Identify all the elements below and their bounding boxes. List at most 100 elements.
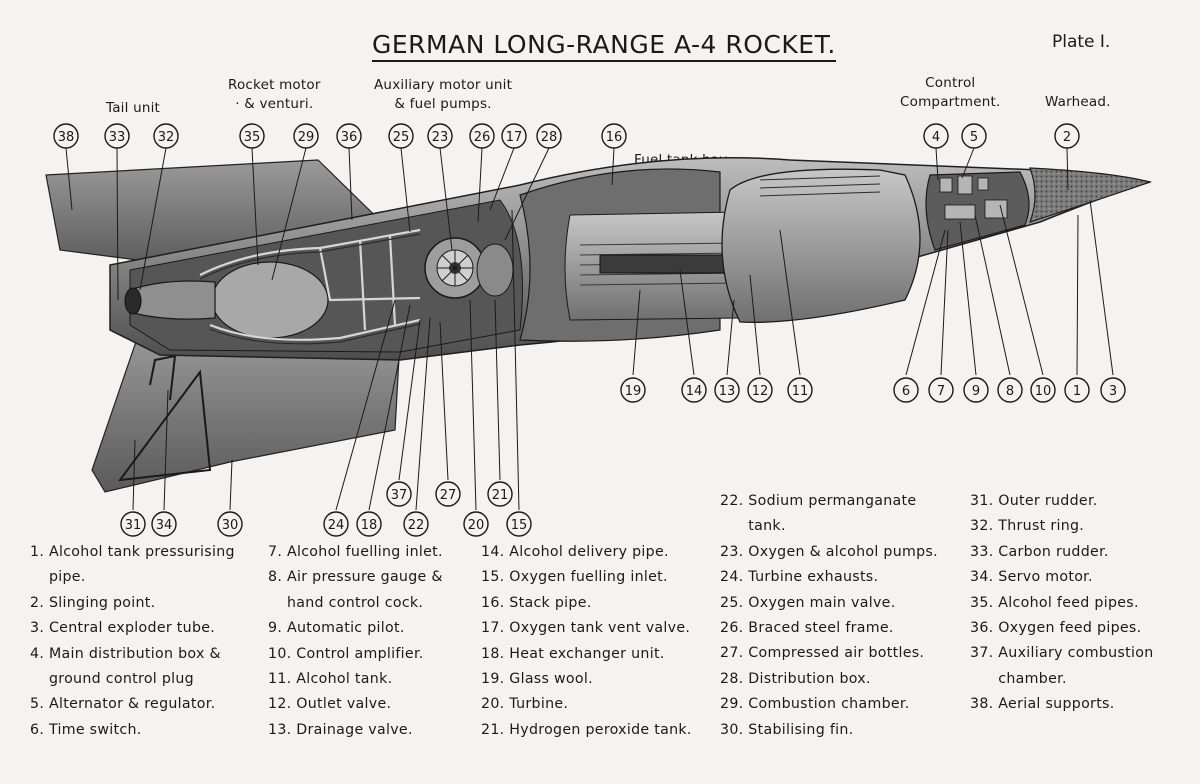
legend-text: Alcohol delivery pipe.	[509, 544, 669, 560]
callout-16: 16	[601, 123, 627, 149]
legend-text: Main distribution box & ground control p…	[48, 645, 221, 688]
legend-item: 26. Braced steel frame.	[720, 616, 945, 641]
legend-item: 33. Carbon rudder.	[970, 540, 1170, 565]
callout-19: 19	[620, 377, 646, 403]
legend-text: Stabilising fin.	[748, 721, 854, 738]
legend-column-2: 7. Alcohol fuelling inlet.8. Air pressur…	[268, 540, 468, 743]
legend-number: 27.	[720, 645, 749, 662]
callout-6: 6	[893, 377, 919, 403]
legend-text: Servo motor.	[998, 569, 1093, 586]
callout-33: 33	[104, 123, 130, 149]
legend-column-5: 31. Outer rudder.32. Thrust ring.33. Car…	[970, 489, 1170, 718]
callout-28: 28	[536, 123, 562, 149]
label-tail-unit: Tail unit	[106, 100, 161, 116]
legend-number: 26.	[720, 620, 749, 637]
callout-25: 25	[388, 123, 414, 149]
legend-number: 10.	[268, 645, 297, 662]
callout-29: 29	[293, 123, 319, 149]
legend-item: 16. Stack pipe.	[481, 591, 715, 616]
callout-label: 8	[1006, 384, 1014, 399]
callout-label: 3	[1109, 384, 1117, 399]
legend-number: 6.	[30, 721, 49, 738]
callout-label: 11	[792, 384, 809, 399]
callout-30: 30	[217, 511, 243, 537]
callout-label: 2	[1063, 130, 1071, 145]
legend-number: 38.	[970, 696, 999, 713]
legend-text: Stack pipe.	[509, 594, 592, 611]
legend-item: 14. Alcohol delivery pipe.	[481, 540, 715, 565]
callout-label: 4	[932, 130, 940, 145]
legend-text: Alternator & regulator.	[48, 696, 216, 713]
leader-lines	[65, 147, 1114, 511]
callout-31: 31	[120, 511, 146, 537]
legend-text: Alcohol feed pipes.	[998, 594, 1139, 611]
callout-label: 5	[970, 130, 978, 145]
legend-number: 35.	[970, 594, 999, 611]
legend-item: 32. Thrust ring.	[970, 514, 1170, 539]
legend-column-1: 1. Alcohol tank pressurising pipe.2. Sli…	[30, 540, 255, 743]
legend-item: 5. Alternator & regulator.	[30, 692, 255, 717]
legend-item: 7. Alcohol fuelling inlet.	[268, 540, 468, 565]
legend-item: 11. Alcohol tank.	[268, 667, 468, 692]
legend-number: 24.	[720, 569, 749, 586]
callout-1: 1	[1064, 377, 1090, 403]
legend-item: 34. Servo motor.	[970, 565, 1170, 590]
callout-label: 37	[391, 488, 408, 503]
callout-label: 29	[298, 130, 315, 145]
callout-label: 9	[972, 384, 980, 399]
legend-number: 28.	[720, 670, 749, 687]
legend-item: 19. Glass wool.	[481, 667, 715, 692]
legend-item: 30. Stabilising fin.	[720, 718, 945, 743]
legend-text: Outlet valve.	[296, 696, 392, 713]
legend-item: 31. Outer rudder.	[970, 489, 1170, 514]
callout-label: 15	[511, 518, 528, 533]
label-auxiliary-motor: Auxiliary motor unit & fuel pumps.	[374, 77, 513, 112]
legend-item: 21. Hydrogen peroxide tank.	[481, 718, 715, 743]
legend-text: Aerial supports.	[998, 696, 1115, 713]
callout-label: 24	[328, 518, 345, 533]
legend-column-4: 22. Sodium permanganate tank.23. Oxygen …	[720, 489, 945, 743]
callout-label: 33	[109, 130, 126, 145]
callout-37: 37	[386, 481, 412, 507]
callout-9: 9	[963, 377, 989, 403]
callout-label: 1	[1073, 384, 1081, 399]
legend-text: Glass wool.	[509, 671, 593, 688]
callout-20: 20	[463, 511, 489, 537]
callout-17: 17	[501, 123, 527, 149]
label-rocket-motor: Rocket motor · & venturi.	[228, 77, 321, 112]
servo-bracket	[149, 354, 177, 401]
callout-38: 38	[53, 123, 79, 149]
label-control-compartment: Control Compartment.	[900, 75, 1001, 110]
callout-label: 34	[156, 518, 173, 533]
callout-label: 13	[719, 384, 736, 399]
legend-number: 18.	[481, 645, 510, 662]
callout-2: 2	[1054, 123, 1080, 149]
legend-item: 10. Control amplifier.	[268, 642, 468, 667]
callout-label: 28	[541, 130, 558, 145]
legend-text: Thrust ring.	[998, 518, 1085, 535]
legend-item: 9. Automatic pilot.	[268, 616, 468, 641]
legend-number: 33.	[970, 543, 999, 560]
legend-text: Hydrogen peroxide tank.	[509, 721, 692, 738]
callout-label: 10	[1035, 384, 1052, 399]
legend-number: 17.	[481, 620, 510, 637]
page-title: GERMAN LONG-RANGE A-4 ROCKET.	[372, 30, 836, 62]
legend-item: 18. Heat exchanger unit.	[481, 642, 715, 667]
legend-text: Oxygen & alcohol pumps.	[748, 543, 938, 560]
callout-label: 25	[393, 130, 410, 145]
legend-number: 3.	[30, 620, 49, 637]
legend-item: 23. Oxygen & alcohol pumps.	[720, 540, 945, 565]
legend-item: 13. Drainage valve.	[268, 718, 468, 743]
legend-number: 23.	[720, 543, 749, 560]
legend-text: Alcohol tank.	[296, 671, 393, 688]
legend-text: Carbon rudder.	[998, 543, 1109, 560]
callout-27: 27	[435, 481, 461, 507]
label-warhead: Warhead.	[1045, 94, 1111, 110]
legend-number: 31.	[970, 493, 999, 509]
callout-8: 8	[997, 377, 1023, 403]
legend-number: 34.	[970, 569, 999, 586]
callout-label: 36	[341, 130, 358, 145]
legend-number: 7.	[268, 544, 287, 560]
legend-text: Distribution box.	[748, 670, 871, 687]
